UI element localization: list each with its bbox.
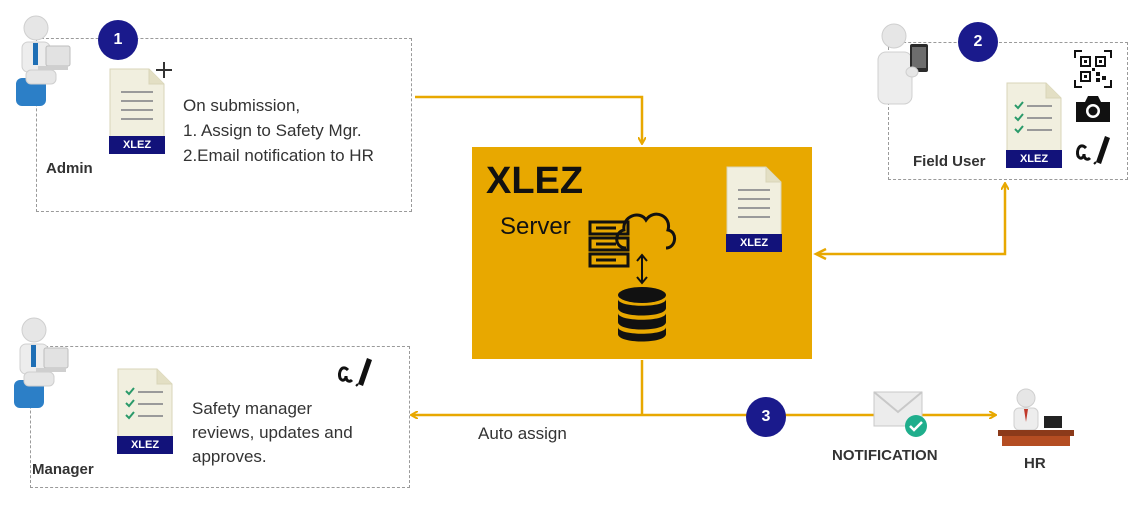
checklist-document-icon <box>117 368 173 454</box>
server-subtitle: Server <box>500 213 571 240</box>
cloud-icon <box>615 212 676 250</box>
signature-icon <box>338 358 372 387</box>
notification-label: NOTIFICATION <box>832 447 938 464</box>
document-icon <box>109 68 165 154</box>
manager-role-label: Manager <box>32 461 94 478</box>
signature-icon <box>1076 136 1110 165</box>
camera-icon <box>1076 96 1110 122</box>
check-icon <box>905 415 927 437</box>
hr-desk-icon <box>998 388 1074 446</box>
admin-rule-line-1: On submission, <box>183 96 301 115</box>
document-label: XLEZ <box>109 136 165 154</box>
database-icon <box>618 287 666 342</box>
document-icon <box>726 166 782 252</box>
admin-role-label: Admin <box>46 160 93 177</box>
field-user-role-label: Field User <box>913 153 986 170</box>
manager-panel <box>30 346 410 488</box>
document-label: XLEZ <box>117 436 173 454</box>
plus-icon <box>156 62 172 78</box>
admin-panel <box>36 38 412 212</box>
server-title: XLEZ <box>486 160 584 202</box>
field-user-document: XLEZ <box>1006 82 1062 168</box>
step-1-badge: 1 <box>98 20 138 60</box>
admin-to-server-connector <box>415 95 642 143</box>
field-user-panel <box>888 42 1128 180</box>
user-laptop-icon <box>14 317 69 408</box>
user-laptop-icon <box>16 15 71 106</box>
admin-rule-line-2: 1. Assign to Safety Mgr. <box>183 121 362 140</box>
server-field-user-connector <box>818 184 1005 256</box>
server-rack-icon <box>588 220 630 268</box>
step-2-badge: 2 <box>958 22 998 62</box>
step-3-badge: 3 <box>746 397 786 437</box>
admin-document: XLEZ <box>109 68 165 154</box>
qr-code-icon <box>1074 50 1112 88</box>
document-label: XLEZ <box>1006 150 1062 168</box>
manager-document: XLEZ <box>117 368 173 454</box>
sync-arrow-icon <box>636 253 648 285</box>
manager-description-line-1: Safety manager <box>192 399 313 418</box>
manager-description-line-2: reviews, updates and <box>192 423 353 442</box>
manager-description-line-3: approves. <box>192 447 267 466</box>
document-label: XLEZ <box>726 234 782 252</box>
admin-rule-line-3: 2.Email notification to HR <box>183 146 374 165</box>
user-tablet-icon <box>877 23 928 105</box>
hr-label: HR <box>1024 455 1046 472</box>
server-document: XLEZ <box>726 166 782 252</box>
auto-assign-label: Auto assign <box>478 424 567 443</box>
